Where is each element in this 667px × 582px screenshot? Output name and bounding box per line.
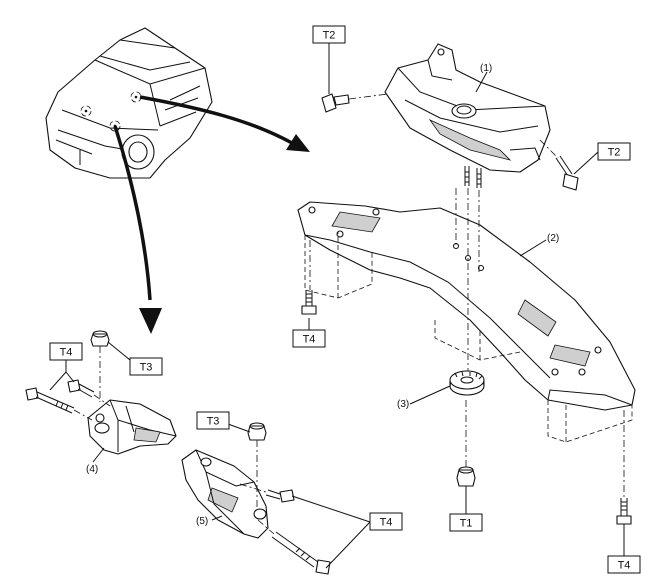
callout-t2-top-text: T2 [323,30,336,42]
callout-t4-bracket: T4 [369,512,403,531]
vehicle-outline [45,27,213,179]
leader-lines [49,43,625,569]
pointer-arrow-down [113,125,162,334]
bolt-t4-bracket-long [257,519,331,575]
callout-t3-bracket: T3 [196,411,230,430]
nut-t3-bracket [247,422,267,510]
callout-t2-right: T2 [597,142,631,161]
callout-t3-left-mount: T3 [129,357,163,376]
nut-t1-bottom [456,466,476,487]
callout-t4-left-mount-text: T4 [60,347,73,359]
callout-t4-crossmember: T4 [292,329,326,348]
part-number-5: (5) [196,516,208,527]
alignment-lines [309,188,625,498]
part-4-left-mount [87,399,177,455]
part-number-1: (1) [480,63,492,74]
callout-t4-crossmember-text: T4 [303,334,316,346]
callout-t3-bracket-text: T3 [207,416,220,428]
bolt-t4-left-long [25,387,93,421]
part-number-2: (2) [547,233,559,244]
bolt-t4-bottom-right [616,498,632,525]
callout-t1-bottom: T1 [449,513,483,532]
nut-t3-left [90,330,110,402]
bolt-t2-top [321,93,389,113]
part-number-3: (3) [397,399,409,410]
part-5-bracket [181,449,269,539]
bolt-t4-bracket-short [239,483,295,503]
bolt-t4-left-short [67,379,111,407]
part-number-4: (4) [86,464,98,475]
callout-t2-right-text: T2 [608,147,621,159]
pointer-arrow-right [139,95,310,152]
bolt-t2-right [539,139,579,191]
part-2-crossmember [297,201,636,443]
callout-t4-bottom-right-text: T4 [618,560,631,572]
bolt-t4-crossmember-left [301,290,317,315]
callout-t2-top: T2 [312,25,346,44]
callout-t3-left-mount-text: T3 [140,362,153,374]
callout-t4-left-mount: T4 [49,342,83,361]
callout-t4-bottom-right: T4 [607,555,641,574]
callout-t1-bottom-text: T1 [460,518,473,530]
part-3-rubber-stopper [449,370,485,396]
part-1-mount-bracket [384,43,551,188]
callout-t4-bracket-text: T4 [380,517,393,529]
